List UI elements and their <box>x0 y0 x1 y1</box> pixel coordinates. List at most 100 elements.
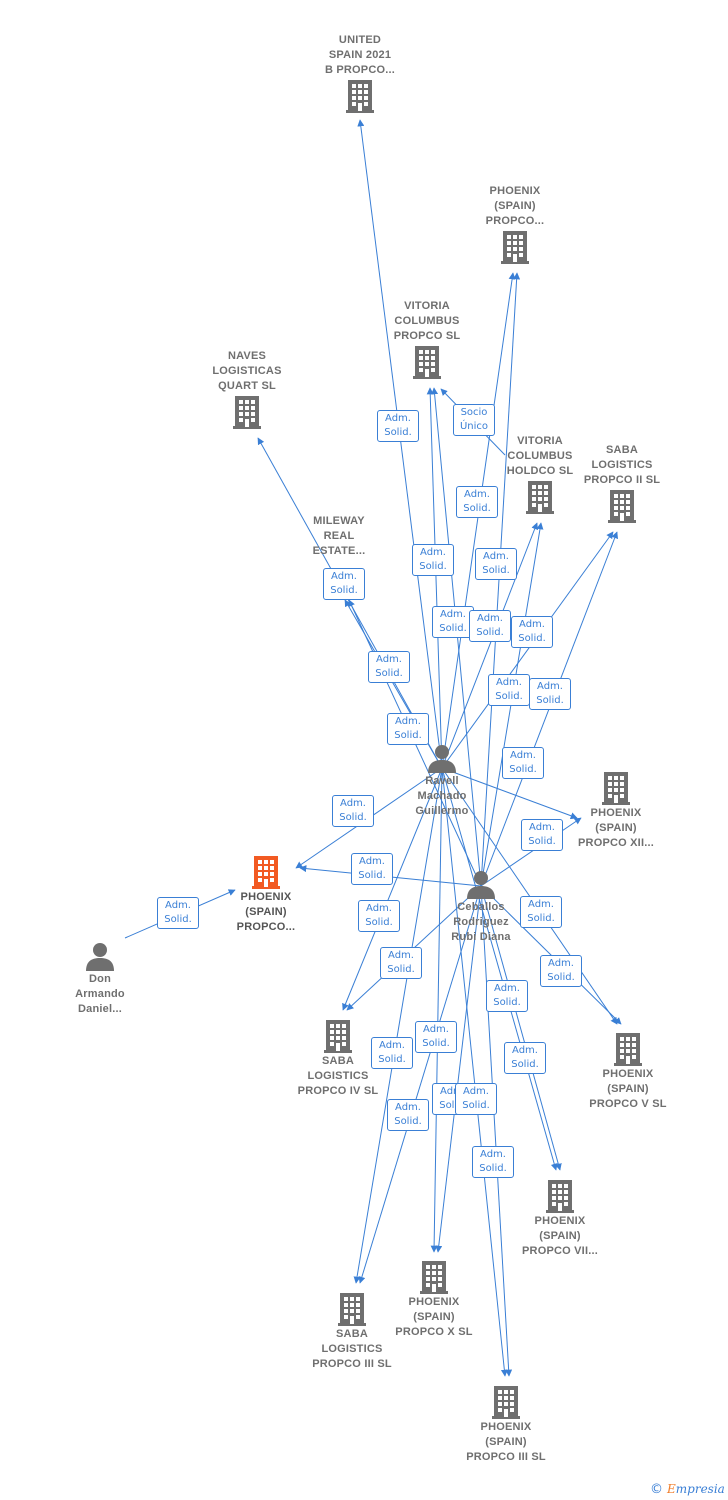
relation-badge[interactable]: Adm. Solid. <box>475 548 517 580</box>
brand-name: mpresia <box>675 1482 725 1496</box>
edge-ceballos-to-phoenix_x <box>435 885 482 1253</box>
person-node-ceballos[interactable]: Ceballos Rodriguez Rubi Diana <box>406 868 556 945</box>
edge-ceballos-to-phoenix_iii <box>480 885 513 1377</box>
relation-badge[interactable]: Adm. Solid. <box>504 1042 546 1074</box>
relation-badge[interactable]: Adm. Solid. <box>351 853 393 885</box>
company-label: VITORIA COLUMBUS PROPCO SL <box>393 300 461 342</box>
company-label: MILEWAY REAL ESTATE... <box>312 515 366 557</box>
relation-badge[interactable]: Adm. Solid. <box>488 674 530 706</box>
person-label: Ravell Machado Guillermo <box>415 775 469 817</box>
relation-badge[interactable]: Adm. Solid. <box>472 1146 514 1178</box>
person-icon <box>428 745 456 773</box>
person-label: Ceballos Rodriguez Rubi Diana <box>451 901 511 943</box>
building-icon <box>602 772 630 805</box>
building-icon <box>492 1386 520 1419</box>
building-icon <box>346 80 374 113</box>
relation-badge[interactable]: Adm. Solid. <box>529 678 571 710</box>
company-node-phoenix-iii[interactable]: PHOENIX (SPAIN) PROPCO III SL <box>431 1384 581 1465</box>
person-icon <box>467 871 495 899</box>
relation-badge[interactable]: Adm. Solid. <box>377 410 419 442</box>
relation-badge[interactable]: Socio Único <box>453 404 495 436</box>
company-label: PHOENIX (SPAIN) PROPCO... <box>236 891 296 933</box>
relation-badge[interactable]: Adm. Solid. <box>511 616 553 648</box>
relation-badge[interactable]: Adm. Solid. <box>371 1037 413 1069</box>
relation-badge[interactable]: Adm. Solid. <box>332 795 374 827</box>
company-node-phoenix-v[interactable]: PHOENIX (SPAIN) PROPCO V SL <box>553 1031 703 1112</box>
copyright-mark: © <box>650 1481 663 1497</box>
relation-badge[interactable]: Adm. Solid. <box>456 486 498 518</box>
relation-badge[interactable]: Adm. Solid. <box>469 610 511 642</box>
company-node-saba-logistics-iii[interactable]: SABA LOGISTICS PROPCO III SL <box>277 1291 427 1372</box>
company-node-phoenix-x[interactable]: PHOENIX (SPAIN) PROPCO X SL <box>359 1259 509 1340</box>
edge-ravell-to-phoenix_iii <box>441 767 508 1377</box>
edge-ravell-to-united_spain <box>357 119 443 769</box>
company-node-saba-logistics-iv[interactable]: SABA LOGISTICS PROPCO IV SL <box>263 1018 413 1099</box>
edge-ravell-to-phoenix_xii <box>441 767 578 820</box>
edge-ceballos-to-phoenix_xii <box>480 817 582 887</box>
company-node-vitoria-columbus-holdco[interactable]: VITORIA COLUMBUS HOLDCO SL <box>465 434 615 515</box>
company-label: PHOENIX (SPAIN) PROPCO... <box>485 185 545 227</box>
person-icon <box>86 943 114 971</box>
building-icon <box>252 856 280 889</box>
relation-badge[interactable]: Adm. Solid. <box>455 1083 497 1115</box>
company-label: PHOENIX (SPAIN) PROPCO VII... <box>522 1215 598 1257</box>
company-node-united-spain[interactable]: UNITED SPAIN 2021 B PROPCO... <box>285 33 435 114</box>
company-label: PHOENIX (SPAIN) PROPCO X SL <box>395 1296 473 1338</box>
relation-badge[interactable]: Adm. Solid. <box>540 955 582 987</box>
company-node-naves-logisticas[interactable]: NAVES LOGISTICAS QUART SL <box>172 349 322 430</box>
brand-footer: © Empresia <box>650 1480 725 1498</box>
edge-ravell-to-saba_iii <box>353 767 443 1284</box>
person-label: Don Armando Daniel... <box>75 973 125 1015</box>
company-node-phoenix-propco[interactable]: PHOENIX (SPAIN) PROPCO... <box>440 184 590 265</box>
company-node-mileway[interactable]: MILEWAY REAL ESTATE... <box>264 514 414 559</box>
company-label: SABA LOGISTICS PROPCO III SL <box>312 1328 392 1370</box>
building-icon <box>233 396 261 429</box>
relation-badge[interactable]: Adm. Solid. <box>380 947 422 979</box>
company-node-phoenix-vii[interactable]: PHOENIX (SPAIN) PROPCO VII... <box>485 1178 635 1259</box>
company-node-vitoria-columbus-propco[interactable]: VITORIA COLUMBUS PROPCO SL <box>352 299 502 380</box>
relation-badge[interactable]: Adm. Solid. <box>486 980 528 1012</box>
building-icon <box>324 1020 352 1053</box>
relation-badge[interactable]: Adm. Solid. <box>432 606 474 638</box>
relation-badge[interactable]: Adm. Solid. <box>521 819 563 851</box>
edge-ravell-to-vitoria_propco <box>426 387 443 769</box>
company-label: PHOENIX (SPAIN) PROPCO XII... <box>578 807 654 849</box>
relation-badge[interactable]: Adm. Solid. <box>387 1099 429 1131</box>
edge-ravell-to-saba_iv <box>342 767 443 1011</box>
building-icon <box>413 346 441 379</box>
person-node-ravell[interactable]: Ravell Machado Guillermo <box>367 742 517 819</box>
relation-badge[interactable]: Adm. Solid. <box>157 897 199 929</box>
company-label: SABA LOGISTICS PROPCO II SL <box>583 444 661 486</box>
relation-badge[interactable]: Adm. Solid. <box>520 896 562 928</box>
building-icon <box>420 1261 448 1294</box>
focus-company-node[interactable]: PHOENIX (SPAIN) PROPCO... <box>191 854 341 935</box>
relation-badge[interactable]: Adm. Solid. <box>387 713 429 745</box>
edge-ravell-to-vitoria_holdco <box>441 522 538 769</box>
building-icon <box>608 490 636 523</box>
edge-ravell-to-phoenix_x <box>430 767 443 1253</box>
company-label: SABA LOGISTICS PROPCO IV SL <box>297 1055 379 1097</box>
building-icon <box>501 231 529 264</box>
company-label: PHOENIX (SPAIN) PROPCO III SL <box>466 1421 546 1463</box>
company-node-saba-logistics-ii[interactable]: SABA LOGISTICS PROPCO II SL <box>547 443 697 524</box>
brand-logo: Empresia <box>667 1482 725 1496</box>
company-node-phoenix-xii[interactable]: PHOENIX (SPAIN) PROPCO XII... <box>541 770 691 851</box>
relation-badge[interactable]: Adm. Solid. <box>323 568 365 600</box>
person-node-don-armando[interactable]: Don Armando Daniel... <box>25 940 175 1017</box>
edge-ceballos-to-phoenix_vii <box>480 885 562 1171</box>
company-label: NAVES LOGISTICAS QUART SL <box>212 350 282 392</box>
building-icon <box>614 1033 642 1066</box>
relation-badge[interactable]: Adm. Solid. <box>415 1021 457 1053</box>
company-label: UNITED SPAIN 2021 B PROPCO... <box>324 34 396 76</box>
edge-ravell-to-saba_ii <box>441 531 614 769</box>
company-label: VITORIA COLUMBUS HOLDCO SL <box>506 435 574 477</box>
relation-badge[interactable]: Adm. Solid. <box>412 544 454 576</box>
relation-badge[interactable]: Adm. Solid. <box>368 651 410 683</box>
brand-initial: E <box>667 1482 676 1496</box>
edge-ravell-to-phoenix_propco <box>441 272 516 769</box>
relation-badge[interactable]: Adm. Solid. <box>502 747 544 779</box>
relation-badge[interactable]: Adm. Solid. <box>358 900 400 932</box>
edge-ravell-to-phoenix_vii <box>441 767 558 1171</box>
building-icon <box>546 1180 574 1213</box>
